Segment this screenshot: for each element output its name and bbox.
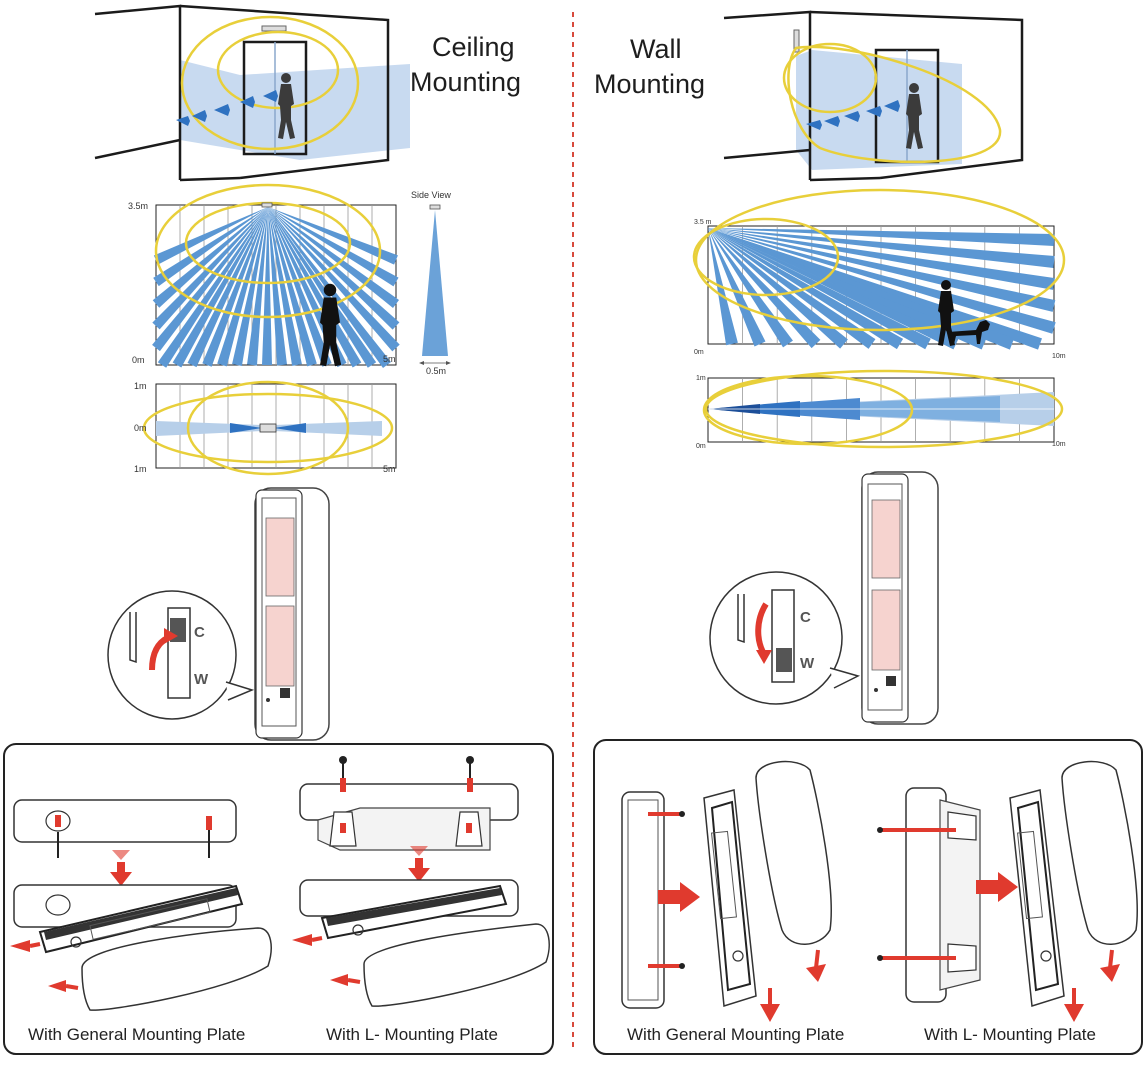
beam-ray xyxy=(708,228,1055,290)
beam-ray xyxy=(152,207,268,308)
beam-ray xyxy=(268,207,317,367)
beam-ray xyxy=(202,207,268,367)
beam-ray xyxy=(268,207,302,366)
left-title-line2: Mounting xyxy=(410,67,521,97)
beam-ray xyxy=(232,207,268,366)
left-zero-label: 0m xyxy=(132,355,145,365)
beam-ray xyxy=(268,207,332,367)
beam-ray xyxy=(247,207,268,366)
right-top-zero: 0m xyxy=(696,443,706,450)
magnifier-icon xyxy=(709,571,861,705)
beam-ray xyxy=(708,228,931,350)
detector-icon xyxy=(861,471,939,725)
left-bottom-label: 1m xyxy=(134,464,147,474)
right-caption-l-plate: With L- Mounting Plate xyxy=(924,1025,1096,1044)
left-switch-c: C xyxy=(194,624,205,641)
beam-ray xyxy=(153,207,268,265)
left-caption-general: With General Mounting Plate xyxy=(28,1025,245,1044)
magnifier-icon xyxy=(107,590,255,720)
detector-icon xyxy=(254,487,330,741)
left-title-line1: Ceiling xyxy=(432,32,515,62)
right-switch-w: W xyxy=(800,655,815,672)
left-caption-l-plate: With L- Mounting Plate xyxy=(326,1025,498,1044)
right-switch-c: C xyxy=(800,609,811,626)
beam-ray xyxy=(708,228,821,349)
beam-ray xyxy=(708,228,1055,246)
beam-ray xyxy=(708,228,959,350)
left-height-label: 3.5m xyxy=(128,201,148,211)
side-view-label: Side View xyxy=(411,190,451,200)
right-zero-label: 0m xyxy=(694,349,704,356)
left-side-coverage xyxy=(152,183,400,369)
mounting-plate-icon xyxy=(292,756,550,1007)
beam-ray xyxy=(708,228,876,349)
wall-room-icon xyxy=(723,10,1024,182)
right-install-panel xyxy=(593,739,1143,1055)
beam-ray xyxy=(708,228,1055,268)
mounting-plate-icon xyxy=(621,760,832,1022)
beam-ray xyxy=(153,207,268,287)
beam-ray xyxy=(172,207,268,368)
left-distance-label: 5m xyxy=(383,354,396,364)
right-top-label: 1m xyxy=(696,375,706,382)
beam-ray xyxy=(708,228,987,350)
beam-ray xyxy=(157,207,268,368)
right-title-line1: Wall xyxy=(630,34,682,64)
beam-ray xyxy=(152,207,268,330)
beam-ray xyxy=(268,207,377,368)
beam-ray xyxy=(708,228,766,347)
ceiling-room-icon xyxy=(94,4,410,182)
side-view xyxy=(419,204,451,365)
beam-ray xyxy=(268,207,399,287)
beam-ray xyxy=(268,207,287,366)
left-top-distance: 5m xyxy=(383,464,396,474)
beam-ray xyxy=(268,207,400,352)
right-height-label: 3.5 m xyxy=(694,219,712,226)
right-top-distance: 10m xyxy=(1052,441,1066,448)
beam-ray xyxy=(708,228,1056,334)
mounting-plate-icon xyxy=(10,799,272,1011)
beam-ray xyxy=(268,207,398,265)
right-side-coverage xyxy=(692,188,1066,350)
beam-ray xyxy=(708,228,1056,312)
left-center-label: 0m xyxy=(134,423,147,433)
right-top-coverage xyxy=(702,369,1064,449)
beam-ray xyxy=(217,207,268,367)
side-view-width: 0.5m xyxy=(426,366,446,376)
left-switch-w: W xyxy=(194,671,209,688)
left-install-panel xyxy=(3,743,554,1055)
beam-ray xyxy=(262,207,272,366)
beam-ray xyxy=(152,207,268,352)
right-caption-general: With General Mounting Plate xyxy=(627,1025,844,1044)
mounting-plate-icon xyxy=(877,760,1138,1022)
beam-ray xyxy=(268,207,362,368)
left-top-coverage xyxy=(142,380,397,476)
right-title-line2: Mounting xyxy=(594,69,705,99)
left-top-label: 1m xyxy=(134,381,147,391)
right-distance-label: 10m xyxy=(1052,353,1066,360)
beam-ray xyxy=(187,207,268,368)
beam-ray xyxy=(708,228,848,349)
